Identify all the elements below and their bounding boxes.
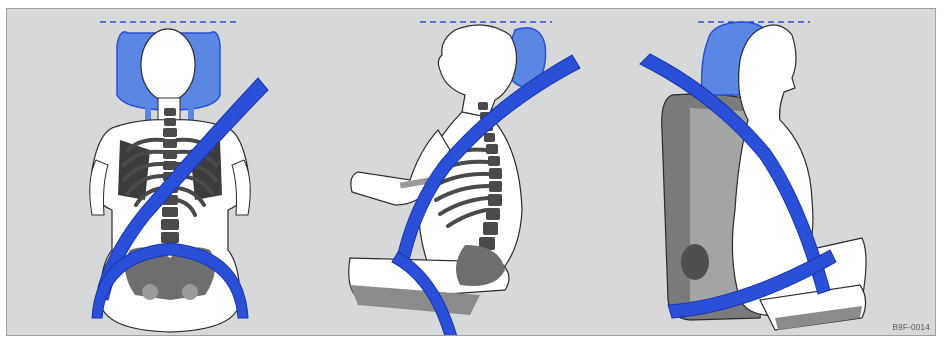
rear-view-panel xyxy=(90,22,268,332)
reference-code: B9F-0014 xyxy=(892,323,930,332)
seated-view-panel xyxy=(640,22,866,330)
side-view-panel xyxy=(349,22,580,340)
head xyxy=(141,29,195,101)
